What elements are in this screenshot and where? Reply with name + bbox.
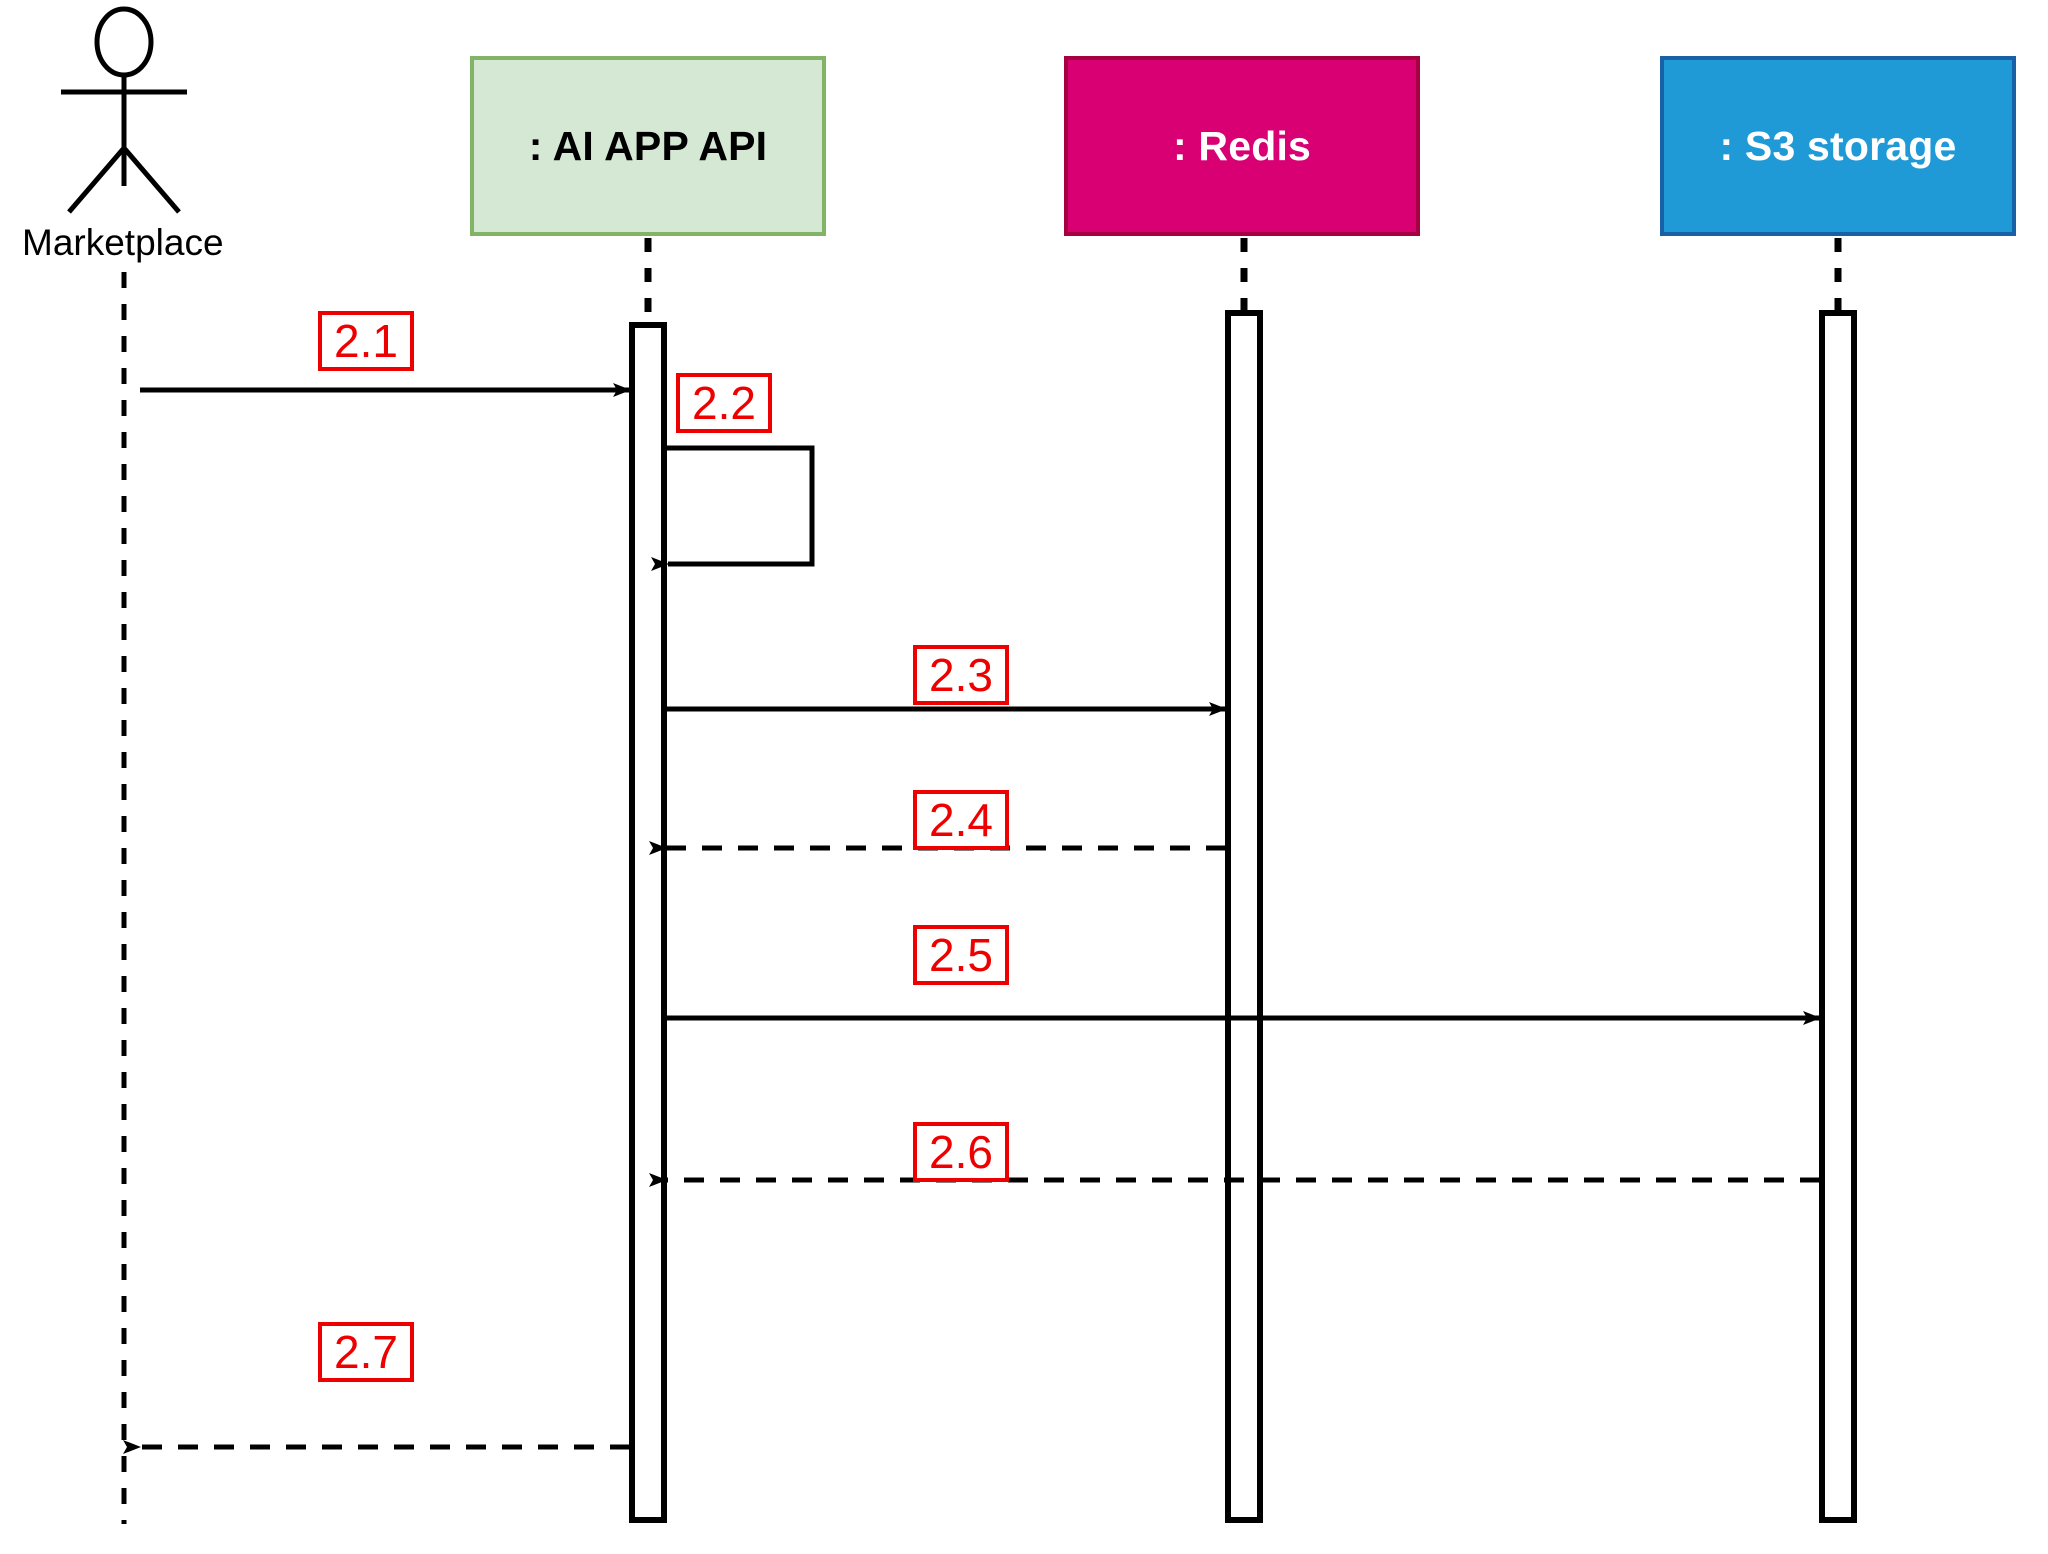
participant-label-marketplace: Marketplace	[22, 222, 224, 263]
participant-label-redis: : Redis	[1172, 122, 1312, 169]
message-label-2-5[interactable]: 2.5	[913, 925, 1009, 985]
participant-box-redis[interactable]: : Redis	[1064, 56, 1420, 236]
activation-bar-ai-app-api	[629, 322, 667, 1523]
message-label-2-4[interactable]: 2.4	[913, 790, 1009, 850]
activation-bar-s3-storage	[1819, 310, 1857, 1523]
message-label-2-3[interactable]: 2.3	[913, 645, 1009, 705]
activation-bar-redis	[1225, 310, 1263, 1523]
message-label-2-7[interactable]: 2.7	[318, 1322, 414, 1382]
message-label-2-6[interactable]: 2.6	[913, 1122, 1009, 1182]
message-label-2-2[interactable]: 2.2	[676, 373, 772, 433]
message-arrow-2.2-self	[651, 445, 815, 571]
message-label-2-1[interactable]: 2.1	[318, 311, 414, 371]
participant-box-s3-storage[interactable]: : S3 storage	[1660, 56, 2016, 236]
participant-label-ai-app-api: : AI APP API	[528, 122, 768, 169]
participant-box-ai-app-api[interactable]: : AI APP API	[470, 56, 826, 236]
stick-figure-actor-icon	[61, 6, 187, 214]
participant-label-s3-storage: : S3 storage	[1719, 122, 1957, 169]
